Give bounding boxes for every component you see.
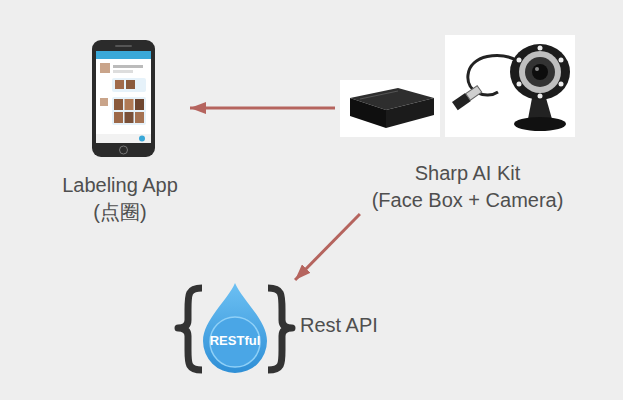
camera-illustration [445,35,575,137]
app-subtitle: (点圈) [93,199,146,226]
water-drop [203,283,267,373]
flow-arrow [190,107,335,110]
phone-illustration [92,40,155,157]
api-name: Rest API [300,312,378,339]
kit-subtitle: (Face Box + Camera) [372,187,564,214]
rest-api-node: RESTful Rest API [172,280,402,375]
drop-badge [210,317,260,367]
right-brace [268,288,292,370]
app-name: Labeling App [62,172,178,199]
logo-wordmark: RESTful [210,332,261,350]
flow-arrow [295,214,360,280]
labeling-app-node: Labeling App(点圈) [50,32,190,226]
kit-name: Sharp AI Kit [415,160,521,187]
left-brace [178,288,202,370]
face-box-illustration [340,80,440,137]
ai-kit-node: Sharp AI Kit(Face Box + Camera) [335,30,600,214]
